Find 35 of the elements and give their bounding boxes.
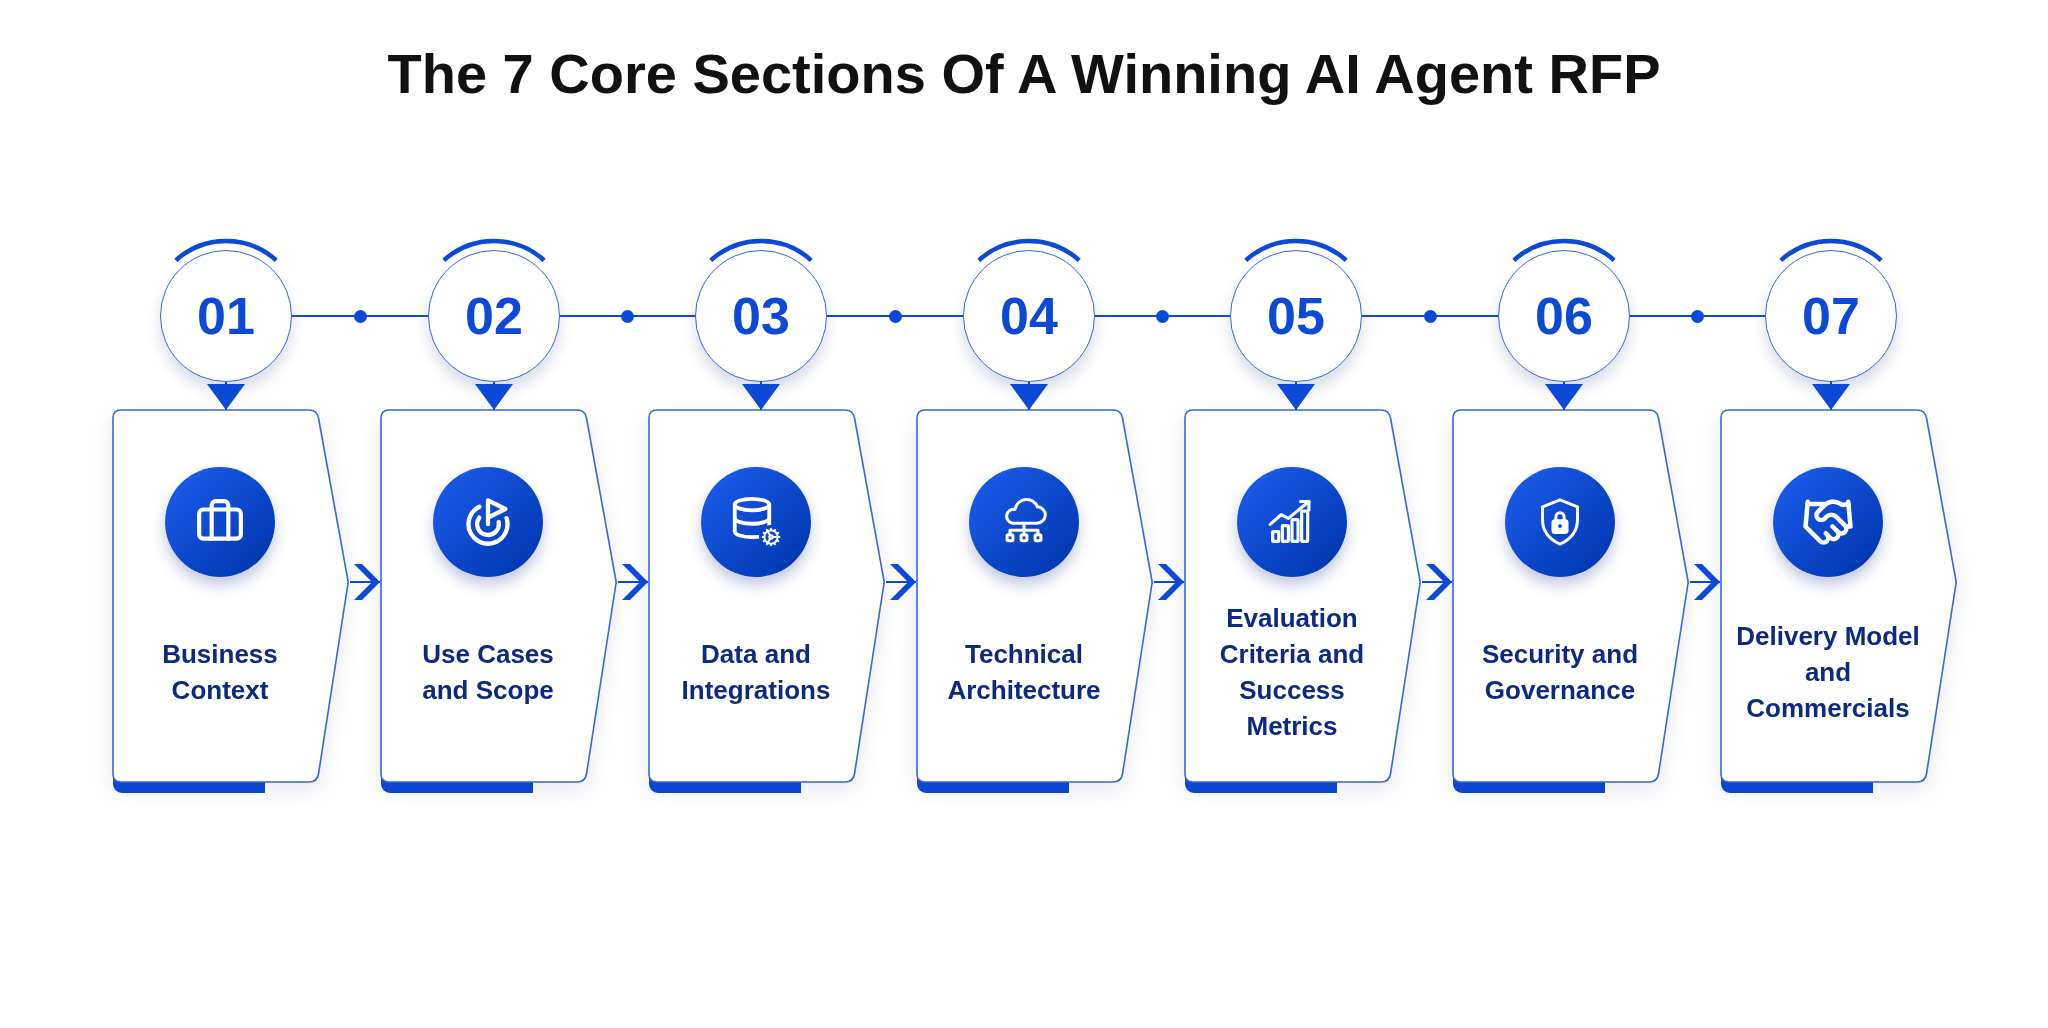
connector-line bbox=[559, 315, 696, 317]
arrow bbox=[1545, 381, 1583, 411]
step-card bbox=[1721, 410, 1957, 793]
step-label: Data and Integrations bbox=[680, 638, 832, 707]
step-number: 06 bbox=[1535, 290, 1593, 342]
step-label: Technical Architecture bbox=[946, 638, 1102, 707]
arrow bbox=[742, 381, 780, 411]
arrow bbox=[1277, 381, 1315, 411]
step-number: 01 bbox=[197, 290, 255, 342]
arrow bbox=[1010, 381, 1048, 411]
arrow bbox=[207, 381, 245, 411]
connector-line bbox=[1629, 315, 1766, 317]
step-number: 04 bbox=[1000, 290, 1058, 342]
step-label: Evaluation Criteria and Success Metrics bbox=[1218, 602, 1366, 743]
step-card bbox=[649, 410, 885, 793]
arrow bbox=[475, 381, 513, 411]
step-label: Use Cases and Scope bbox=[421, 638, 555, 707]
title: The 7 Core Sections Of A Winning AI Agent RFP bbox=[387, 42, 1661, 106]
connector-line bbox=[1361, 315, 1499, 317]
connector-line bbox=[826, 315, 964, 317]
connector-line bbox=[291, 315, 429, 317]
arrow bbox=[1812, 381, 1850, 411]
step-label: Delivery Model and Commercials bbox=[1735, 620, 1921, 725]
step-number: 07 bbox=[1802, 290, 1860, 342]
step-card bbox=[113, 410, 349, 793]
step-card bbox=[1453, 410, 1689, 793]
step-number: 03 bbox=[732, 290, 790, 342]
step-card bbox=[381, 410, 617, 793]
step-number: 02 bbox=[465, 290, 523, 342]
connector-line bbox=[1094, 315, 1231, 317]
step-label: Security and Governance bbox=[1480, 638, 1640, 707]
step-card bbox=[1185, 410, 1421, 793]
step-number: 05 bbox=[1267, 290, 1325, 342]
step-label: Business Context bbox=[161, 638, 279, 707]
step-card bbox=[917, 410, 1153, 793]
